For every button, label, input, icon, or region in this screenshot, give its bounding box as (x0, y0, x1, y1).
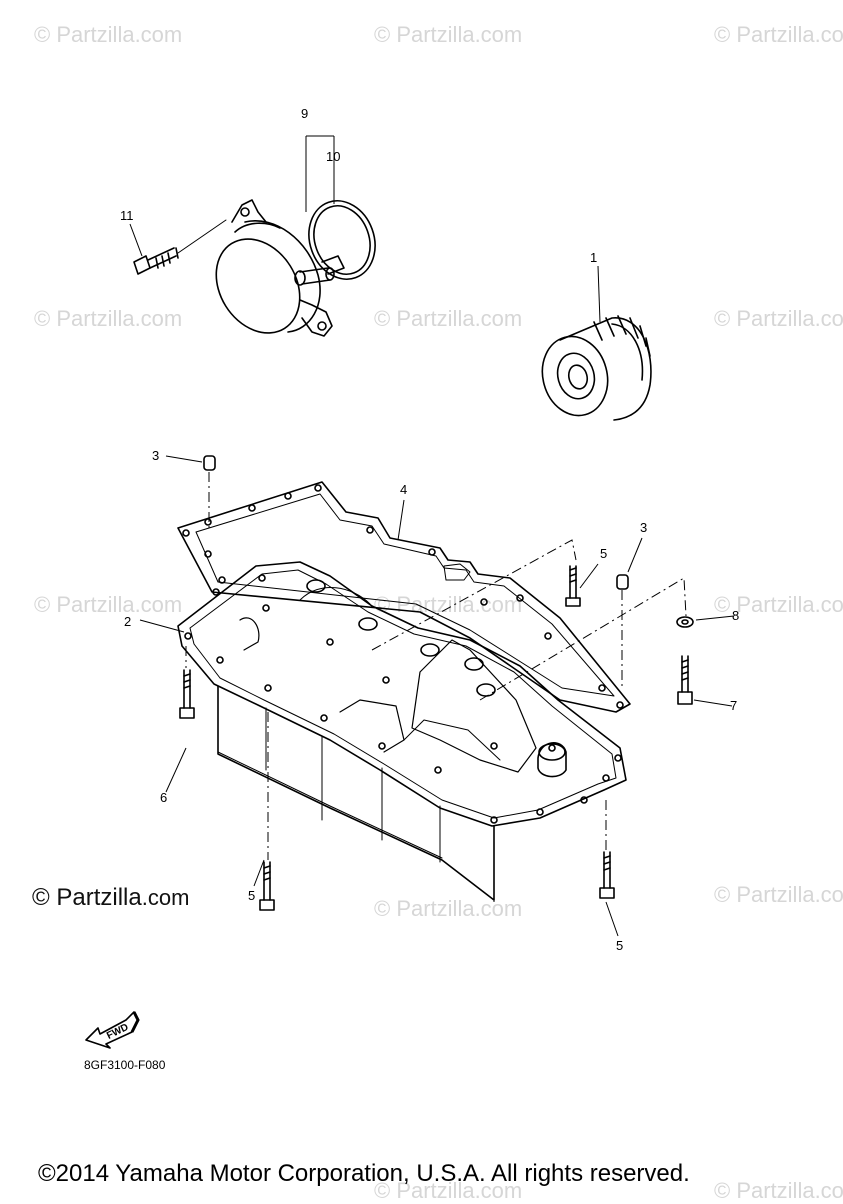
callout-5: 5 (600, 546, 607, 561)
callout-11: 11 (120, 208, 134, 223)
o-ring (308, 200, 376, 280)
gasket (177, 481, 631, 713)
callout-8: 8 (732, 608, 739, 623)
brand-name: Partzilla (56, 884, 142, 911)
watermark: © Partzilla.com (374, 592, 523, 617)
partzilla-logo: © Partzilla.com (32, 884, 189, 912)
pan-bolt (599, 851, 615, 899)
dowel-pin (203, 455, 216, 471)
watermark: © Partzilla.com (374, 896, 523, 921)
watermark: © Partzilla.com (374, 22, 523, 47)
forward-arrow-icon: FWD (85, 1011, 140, 1049)
brand-suffix: .com (141, 885, 190, 910)
oil-pan (177, 561, 627, 901)
watermark: © Partzilla.com (34, 22, 183, 47)
callout-3: 3 (152, 448, 159, 463)
callout-4: 4 (400, 482, 407, 497)
oil-filter (541, 315, 652, 421)
callout-9: 9 (301, 106, 308, 121)
watermark: © Partzilla.com (714, 1178, 843, 1203)
callout-10: 10 (326, 149, 340, 164)
callout-7: 7 (730, 698, 737, 713)
watermark: © Partzilla.com (714, 592, 843, 617)
dowel-pin (616, 574, 629, 590)
watermark: © Partzilla.com (714, 882, 843, 907)
callout-2: 2 (124, 614, 131, 629)
oil-cooler (215, 199, 345, 337)
diagram-code: 8GF3100-F080 (84, 1058, 166, 1072)
copyright-symbol: © (32, 884, 50, 911)
long-bolt (677, 655, 693, 705)
copyright-notice: ©2014 Yamaha Motor Corporation, U.S.A. A… (38, 1160, 690, 1187)
pan-bolt (565, 565, 581, 607)
watermark: © Partzilla.com (374, 1178, 523, 1203)
callout-6: 6 (160, 790, 167, 805)
watermark: © Partzilla.com (714, 22, 843, 47)
cooler-bolt (133, 219, 227, 275)
callout-5: 5 (616, 938, 623, 953)
watermark: © Partzilla.com (34, 592, 183, 617)
pan-bolt (179, 669, 195, 719)
callout-5: 5 (248, 888, 255, 903)
washer (676, 616, 694, 628)
pan-bolt (259, 861, 275, 911)
watermark: © Partzilla.com (374, 306, 523, 331)
watermark: © Partzilla.com (34, 306, 183, 331)
watermark: © Partzilla.com (714, 306, 843, 331)
callout-3: 3 (640, 520, 647, 535)
callout-1: 1 (590, 250, 597, 265)
